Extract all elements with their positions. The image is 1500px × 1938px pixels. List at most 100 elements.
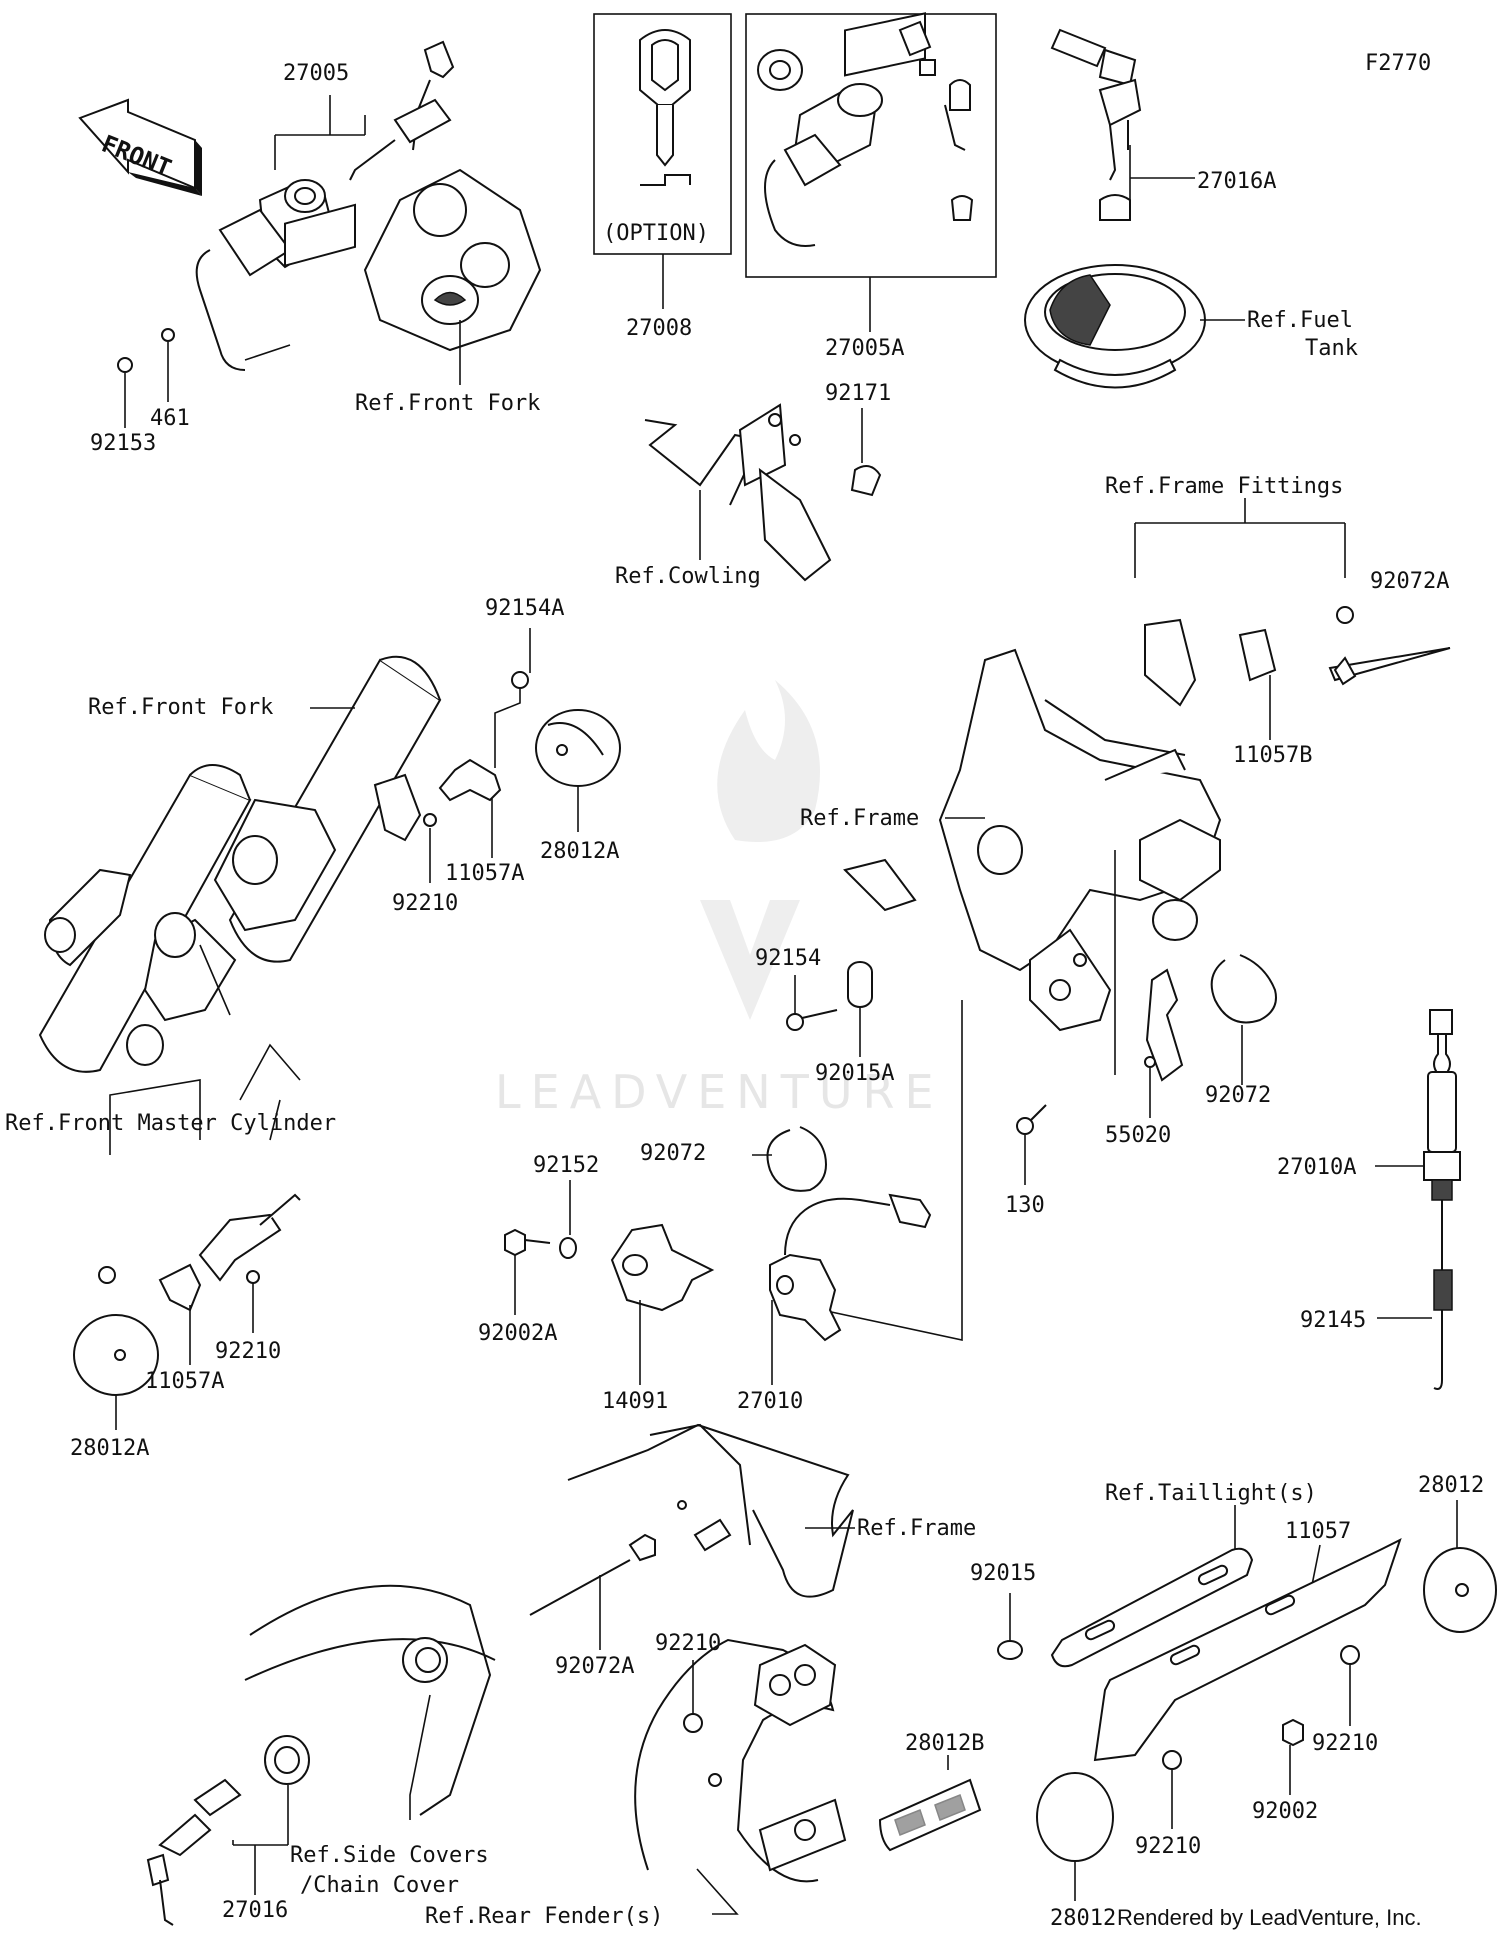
front-arrow: FRONT	[78, 98, 202, 196]
switch-27010	[769, 1193, 932, 1342]
label-92002A: 92002A	[478, 1321, 557, 1346]
bracket-55020	[1144, 968, 1184, 1082]
leader-frame-to-27010	[821, 1000, 963, 1341]
label-92210-a: 92210	[392, 891, 458, 916]
label-92072A-top: 92072A	[1370, 569, 1449, 594]
label-28012B: 28012B	[905, 1731, 984, 1756]
reflector-28012-bottom	[1036, 1772, 1114, 1862]
ref-frame-mid: Ref.Frame	[800, 806, 919, 831]
ignition-set-27005A	[757, 12, 974, 247]
front-fork-assembly	[38, 655, 442, 1073]
diagram-code: F2770	[1365, 51, 1431, 76]
label-28012A-a: 28012A	[540, 839, 619, 864]
fitting-bracket-11057B	[1144, 606, 1451, 707]
ref-front-master-cylinder: Ref.Front Master Cylinder	[5, 1111, 336, 1136]
reflector-28012-right	[1423, 1547, 1497, 1633]
ref-frame-fittings: Ref.Frame Fittings	[1105, 474, 1343, 499]
leader-ref-side-covers	[409, 1694, 431, 1820]
cowling-bracket	[644, 403, 882, 582]
bolt-92002	[1282, 1718, 1304, 1747]
ref-frame-low: Ref.Frame	[857, 1516, 976, 1541]
nut-92210-d	[1162, 1750, 1182, 1770]
spacer-92015A	[847, 961, 873, 1008]
label-92152: 92152	[533, 1153, 599, 1178]
ref-front-fork-mid: Ref.Front Fork	[88, 695, 273, 720]
nut-92015	[997, 1640, 1023, 1660]
leader-front-master-cylinder	[109, 944, 301, 1155]
label-92210-c: 92210	[1312, 1731, 1378, 1756]
nut-92210-e	[683, 1713, 703, 1733]
label-461: 461	[150, 406, 190, 431]
reflector-28012A-upper	[535, 709, 621, 787]
label-27008: 27008	[626, 316, 692, 341]
keys-27016A	[1050, 28, 1142, 221]
cover-14091	[610, 1223, 715, 1312]
label-92154: 92154	[755, 946, 821, 971]
rear-fender	[634, 1638, 847, 1883]
ignition-switch-27005	[117, 40, 542, 373]
reflector-28012B	[878, 1778, 982, 1852]
ref-front-fork-top: Ref.Front Fork	[355, 391, 540, 416]
ref-side-covers-2: /Chain Cover	[300, 1873, 459, 1898]
label-130: 130	[1005, 1193, 1045, 1218]
label-92210-b: 92210	[215, 1339, 281, 1364]
label-92210-d: 92210	[1135, 1834, 1201, 1859]
label-27005A: 27005A	[825, 336, 904, 361]
label-11057: 11057	[1285, 1519, 1351, 1544]
label-92153: 92153	[90, 431, 156, 456]
label-28012-bottom: 28012	[1050, 1906, 1116, 1931]
label-92015: 92015	[970, 1561, 1036, 1586]
key-27008	[639, 29, 691, 186]
switch-27010A	[1423, 1009, 1461, 1225]
label-27016: 27016	[222, 1898, 288, 1923]
label-92072-right: 92072	[1205, 1083, 1271, 1108]
option-label: (OPTION)	[603, 221, 709, 246]
ref-taillight: Ref.Taillight(s)	[1105, 1481, 1317, 1506]
label-92210-e: 92210	[655, 1631, 721, 1656]
spring-92145	[1433, 1225, 1453, 1390]
label-92002: 92002	[1252, 1799, 1318, 1824]
label-27005: 27005	[283, 61, 349, 86]
ref-rear-fender: Ref.Rear Fender(s)	[425, 1904, 663, 1929]
bracket-11057A-upper	[423, 671, 529, 827]
bolt-130	[1016, 1104, 1047, 1135]
leader-27016A	[1129, 145, 1195, 210]
label-92171: 92171	[825, 381, 891, 406]
cable-92072A-low	[529, 1533, 656, 1616]
ref-cowling: Ref.Cowling	[615, 564, 761, 589]
bolt-92002A	[504, 1228, 551, 1257]
ignition-set-box	[745, 13, 997, 278]
label-92072A-low: 92072A	[555, 1654, 634, 1679]
nut-92210-c	[1340, 1645, 1360, 1665]
leadventure-watermark: LEADVENTURE	[495, 680, 944, 1119]
leader-27005	[274, 95, 366, 170]
label-92015A: 92015A	[815, 1061, 894, 1086]
bolt-92154	[786, 1009, 838, 1031]
main-frame	[843, 648, 1222, 1032]
label-92154A: 92154A	[485, 596, 564, 621]
label-92145: 92145	[1300, 1308, 1366, 1333]
label-28012-top: 28012	[1418, 1473, 1484, 1498]
label-11057B: 11057B	[1233, 743, 1312, 768]
leader-ref-frame-fittings	[1134, 498, 1346, 578]
ref-fuel-2: Tank	[1305, 336, 1358, 361]
credit-text: Rendered by LeadVenture, Inc.	[1117, 1905, 1422, 1930]
ref-side-covers-1: Ref.Side Covers	[290, 1843, 489, 1868]
label-27016A: 27016A	[1197, 169, 1276, 194]
taillight-bracket	[1050, 1538, 1402, 1762]
rear-frame	[567, 1423, 854, 1598]
label-11057A-a: 11057A	[445, 861, 524, 886]
watermark-text: LEADVENTURE	[495, 1065, 944, 1119]
label-14091: 14091	[602, 1389, 668, 1414]
ref-fuel-1: Ref.Fuel	[1247, 308, 1353, 333]
label-27010: 27010	[737, 1389, 803, 1414]
label-92072-mid: 92072	[640, 1141, 706, 1166]
clamp-92072-mid	[766, 1126, 827, 1192]
label-11057A-b: 11057A	[145, 1369, 224, 1394]
fuel-tank-cap	[1024, 264, 1206, 389]
label-55020: 55020	[1105, 1123, 1171, 1148]
washer-92152	[559, 1237, 577, 1259]
label-27010A: 27010A	[1277, 1155, 1356, 1180]
side-cover	[244, 1584, 496, 1816]
